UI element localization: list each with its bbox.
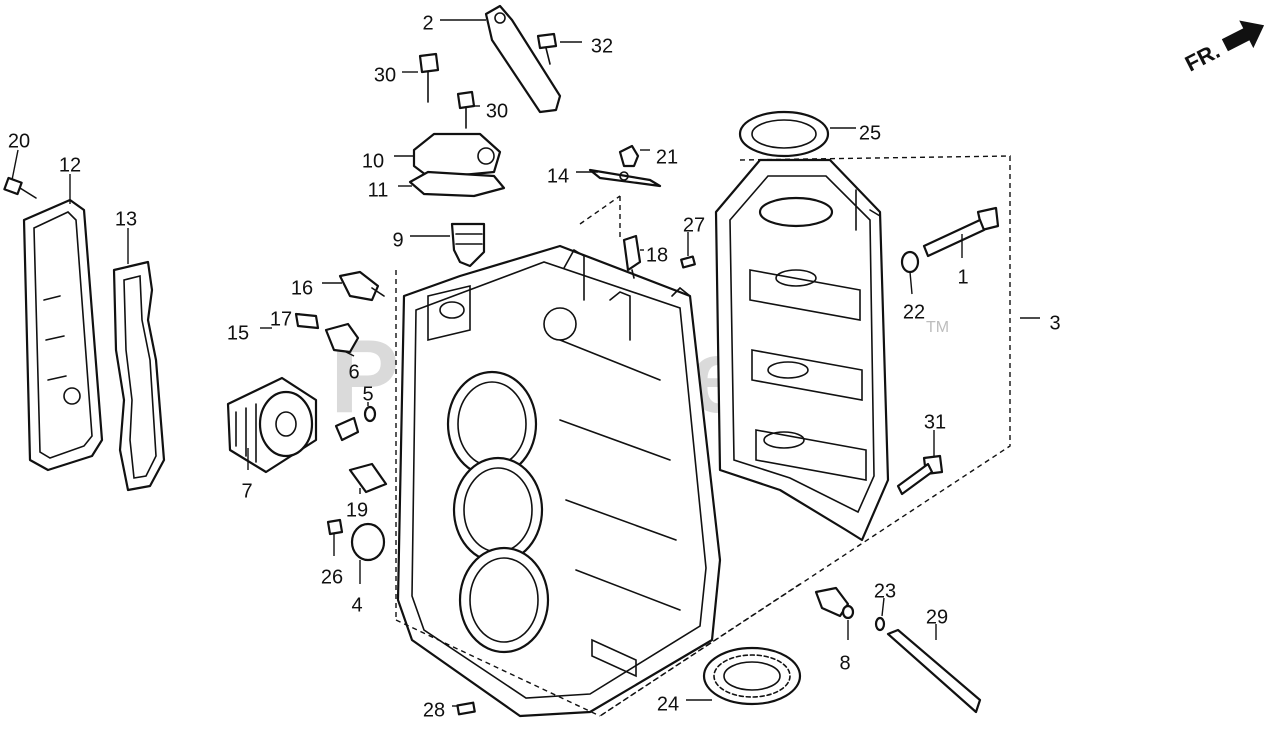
assembly-lines [395,155,1011,717]
gasket-outer [22,198,104,472]
callout-c14: 14 [547,165,569,187]
leader-lines [11,19,1040,707]
callout-c31: 31 [924,411,946,433]
fitting-18 [622,234,642,279]
bolt-32 [536,32,558,65]
front-direction-label: FR. [1181,38,1224,76]
bolt-20 [3,176,37,199]
callout-c11: 11 [368,179,389,201]
bearing-24 [702,646,802,706]
bolt-31 [896,454,944,496]
callout-c30b: 30 [486,100,508,122]
callout-c9: 9 [392,229,403,251]
callout-c17: 17 [270,308,292,330]
oil-filter [226,376,318,474]
washer-22 [900,250,920,274]
bolt-drain [334,416,360,442]
thermostat-gasket [408,170,506,198]
callout-labels: 1234567891011121314151617181920212223242… [8,12,1061,721]
tube-29 [886,628,982,714]
callout-c25: 25 [859,122,881,144]
callout-c7: 7 [241,480,252,502]
nipple-17 [294,312,320,330]
thermostat-cover [412,132,502,180]
pin-28 [456,701,476,716]
callout-c2: 2 [422,12,433,34]
bracket-2 [484,4,562,114]
callout-c3: 3 [1049,312,1060,334]
callout-c10: 10 [362,150,384,172]
callout-c18: 18 [646,244,668,266]
cylinder-block [396,244,722,718]
front-direction-arrow: FR. [1181,20,1265,76]
callout-c23: 23 [874,580,896,602]
callout-c21: 21 [656,146,678,168]
cap-4 [350,522,386,562]
callout-c1: 1 [957,266,968,288]
callout-c30a: 30 [374,64,396,86]
sensor-16 [338,270,385,302]
callout-c5: 5 [362,383,373,405]
callout-c15: 15 [227,322,249,344]
callout-c20: 20 [8,130,30,152]
bolt-30-upper [418,52,440,103]
gasket-inner [112,260,166,492]
callout-c19: 19 [346,499,368,521]
callout-c6: 6 [348,361,359,383]
fitting-14 [588,168,662,188]
thermostat [450,222,486,268]
watermark-mark: TM [926,319,949,336]
callout-c26: 26 [321,566,343,588]
cylinder-bores [446,370,550,654]
bolt-1 [922,206,1000,258]
pin-27 [680,255,696,269]
sleeve-19 [348,462,388,494]
callout-c24: 24 [657,693,679,715]
plug-21 [618,144,640,168]
callout-c12: 12 [59,154,81,176]
callout-c27: 27 [683,214,705,236]
callout-c13: 13 [115,208,137,230]
callout-c4: 4 [351,594,362,616]
crankcase [714,158,890,542]
seal-ring-25 [738,110,830,158]
bolt-30-lower [456,90,476,129]
crankcase-journals [749,269,867,481]
fitting-6 [324,322,360,354]
callout-c16: 16 [291,277,313,299]
callout-c32: 32 [591,35,613,57]
callout-c28: 28 [423,699,445,721]
pin-26 [326,518,344,536]
callout-c29: 29 [926,606,948,628]
callout-c8: 8 [839,652,850,674]
fitting-8 [814,586,855,620]
clip-23 [874,616,886,632]
callout-c22: 22 [903,301,925,323]
washer-5 [363,405,377,423]
